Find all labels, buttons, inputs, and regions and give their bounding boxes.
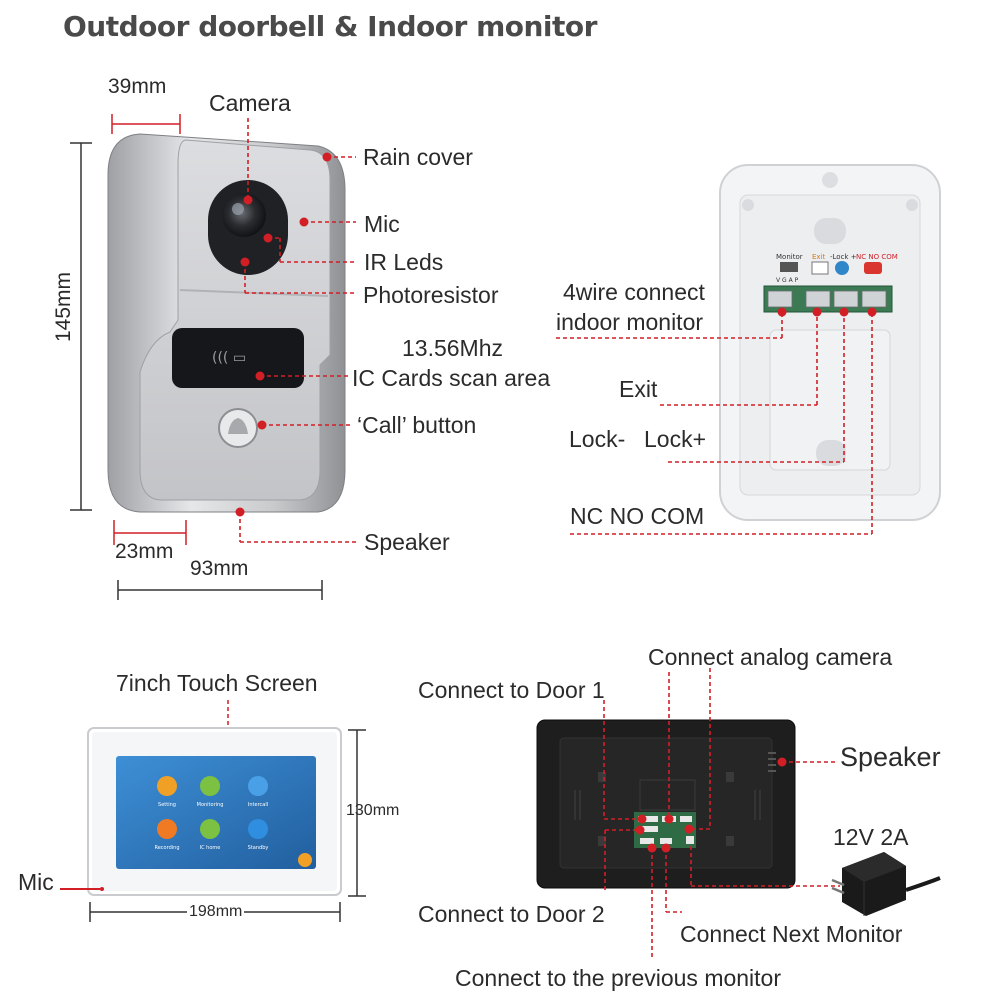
dim-monitor-width: 198mm xyxy=(187,903,245,920)
terminal-label-vgap: V G A P xyxy=(776,277,799,284)
app-label: Setting xyxy=(158,802,176,808)
monitor-screen xyxy=(116,756,316,869)
app-label: Intercall xyxy=(248,802,268,808)
label-lock-minus: Lock- xyxy=(569,426,626,452)
label-lock-plus: Lock+ xyxy=(644,426,707,452)
label-ic-cards: IC Cards scan area xyxy=(352,365,551,391)
dim-bottom-width: 93mm xyxy=(190,557,249,580)
label-previous-monitor: Connect to the previous monitor xyxy=(455,965,782,991)
app-label: Recording xyxy=(154,845,179,851)
label-exit: Exit xyxy=(619,376,658,402)
ic-card-area xyxy=(172,328,304,388)
label-rain-cover: Rain cover xyxy=(363,144,473,170)
label-monitor-mic: Mic xyxy=(18,869,54,895)
label-camera: Camera xyxy=(209,90,291,116)
label-call-button: ‘Call’ button xyxy=(357,412,477,438)
page-title: Outdoor doorbell & Indoor monitor xyxy=(63,10,597,43)
label-four-wire: 4wire connect xyxy=(563,279,705,305)
app-label: IC home xyxy=(200,845,221,851)
label-power: 12V 2A xyxy=(833,824,909,850)
label-indoor-monitor: indoor monitor xyxy=(556,309,704,335)
label-mic: Mic xyxy=(364,211,400,237)
terminal-label-monitor: Monitor xyxy=(776,253,803,261)
doorbell-back: Monitor V G A P Exit -Lock + NC NO COM xyxy=(556,164,941,535)
dim-width-top: 39mm xyxy=(108,75,167,98)
terminal-label-nc: NC NO COM xyxy=(856,253,898,261)
app-icons xyxy=(157,776,312,867)
terminal-label-lock: -Lock + xyxy=(830,253,857,261)
app-label: Monitoring xyxy=(197,802,224,808)
label-analog-camera: Connect analog camera xyxy=(648,644,893,670)
label-speaker: Speaker xyxy=(364,529,450,555)
svg-text:((( ▭: ((( ▭ xyxy=(212,350,246,366)
label-nc-no-com: NC NO COM xyxy=(570,503,705,529)
monitor-back xyxy=(536,668,941,960)
label-next-monitor: Connect Next Monitor xyxy=(680,921,903,947)
label-door2: Connect to Door 2 xyxy=(418,901,605,927)
power-adapter xyxy=(831,852,941,916)
dim-monitor-height: 130mm xyxy=(346,802,400,819)
camera-lens xyxy=(222,193,266,237)
dim-bottom-depth: 23mm xyxy=(115,540,174,563)
label-monitor-speaker: Speaker xyxy=(840,742,941,772)
label-door1: Connect to Door 1 xyxy=(418,677,605,703)
doorbell-front: ((( ▭ xyxy=(70,114,356,600)
app-label: Standby xyxy=(248,845,269,851)
monitor-front: Setting Monitoring Intercall Recording I… xyxy=(60,700,366,922)
label-touch-screen: 7inch Touch Screen xyxy=(116,670,318,696)
label-ir-leds: IR Leds xyxy=(364,249,444,275)
label-photoresistor: Photoresistor xyxy=(363,282,499,308)
terminal-label-exit: Exit xyxy=(812,253,826,261)
label-frequency: 13.56Mhz xyxy=(402,335,504,361)
dim-height: 145mm xyxy=(52,271,75,342)
